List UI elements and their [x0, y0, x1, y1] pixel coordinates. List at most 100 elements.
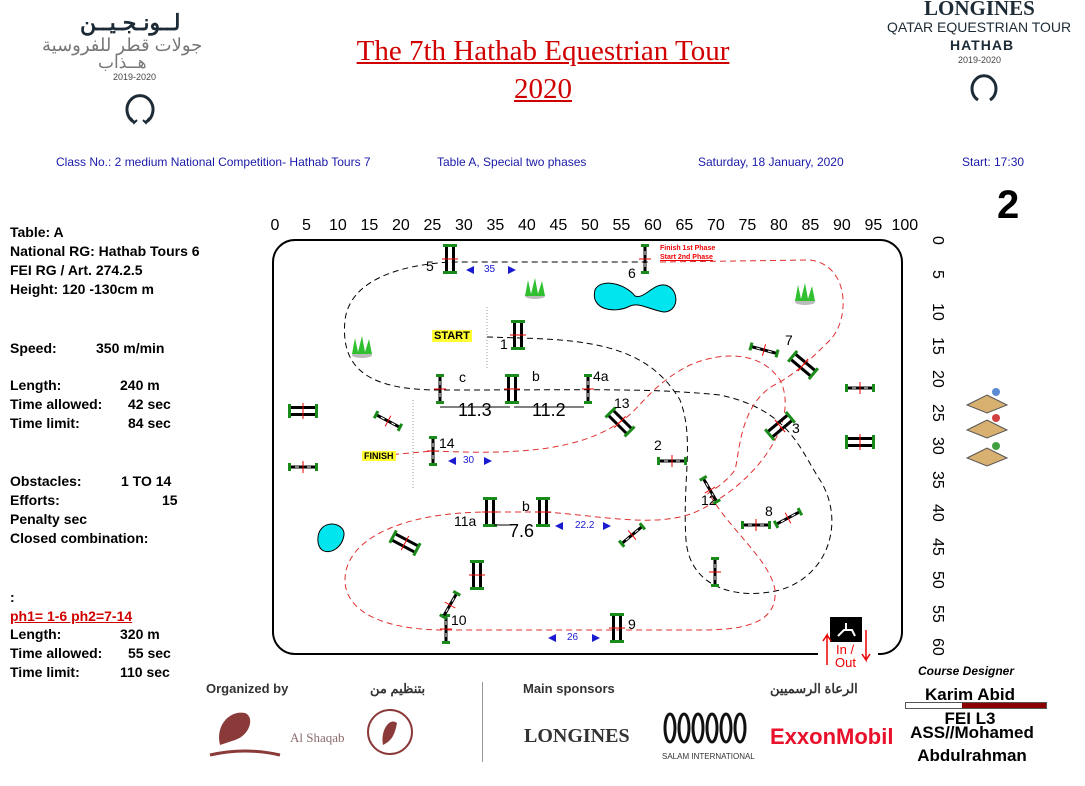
obstacle-10-label: 10 — [451, 612, 467, 628]
time-allowed-value: 42 sec — [128, 396, 171, 412]
right-logo-tour: QATAR EQUESTRIAN TOUR — [887, 19, 1072, 35]
time-limit2-value: 110 sec — [120, 664, 170, 680]
start-label: START — [432, 330, 472, 342]
spare-fence — [844, 433, 876, 451]
obstacle-4a-label: 4a — [593, 368, 609, 384]
spare-fence — [287, 402, 319, 420]
obstacle-8-label: 8 — [765, 503, 773, 519]
course-designer-title: Course Designer — [918, 664, 1015, 678]
x-axis-tick: 30 — [455, 217, 473, 234]
obstacle-4c — [433, 373, 447, 405]
event-year: 2020 — [514, 73, 572, 105]
qatar-equestrian-federation-logo — [367, 709, 413, 755]
length-value: 240 m — [120, 377, 160, 393]
obstacles-label: Obstacles: — [10, 473, 82, 489]
longines-wings-icon — [125, 94, 155, 125]
left-logo-arabic-hathab: هــذاب — [98, 53, 147, 72]
in-label: In / — [836, 642, 855, 657]
colon: : — [10, 589, 15, 605]
obstacle-8 — [771, 505, 805, 531]
obstacle-4b-label: b — [532, 368, 540, 384]
x-axis-tick: 95 — [864, 217, 883, 234]
bush-icon — [525, 278, 545, 299]
x-axis-tick: 70 — [707, 217, 725, 234]
speed-value: 350 m/min — [96, 340, 165, 356]
obstacle-7-label: 7 — [785, 332, 793, 348]
x-axis-tick: 45 — [549, 217, 568, 234]
water-pond — [593, 282, 677, 313]
x-axis-tick: 20 — [392, 217, 410, 234]
out-label: Out — [835, 655, 856, 670]
phase2-route — [344, 259, 844, 631]
obstacle-4c-label: c — [459, 369, 466, 385]
spare-fence — [387, 528, 423, 558]
distance-30: 30 — [463, 455, 475, 466]
phase-note-2: Start 2nd Phase — [660, 254, 713, 261]
x-axis-tick: 75 — [738, 217, 757, 234]
measure-lines — [440, 406, 584, 526]
spare-fence — [747, 339, 781, 361]
time-allowed-label: Time allowed: — [10, 396, 103, 412]
x-axis-tick: 40 — [518, 217, 536, 234]
salam-text: SALAM INTERNATIONAL — [662, 752, 755, 761]
spare-fence — [468, 559, 486, 591]
distance-11-2: 11.2 — [532, 400, 566, 420]
obstacle-11a-label: 11a — [454, 513, 477, 529]
phases: ph1= 1-6 ph2=7-14 — [10, 608, 133, 624]
closed-combination: Closed combination: — [10, 530, 149, 546]
event-title: The 7th Hathab Equestrian Tour — [356, 35, 730, 67]
obstacle-1-label: 1 — [500, 336, 508, 352]
length2-value: 320 m — [120, 626, 160, 642]
obstacle-8-spare — [740, 518, 772, 532]
right-logo-event: HATHAB — [950, 37, 1015, 53]
spare-fence — [371, 408, 405, 434]
table-label: Table A, Special two phases — [437, 155, 587, 169]
efforts-value: 15 — [162, 492, 178, 508]
bush-icon — [795, 283, 815, 305]
designer-name: Karim Abid — [924, 685, 1016, 704]
efforts-label: Efforts: — [10, 492, 60, 508]
in-out-arrows — [822, 630, 871, 665]
sponsor-divider — [482, 682, 483, 762]
bush-icon — [352, 336, 372, 358]
judges-box-icon — [965, 388, 1009, 467]
obstacle-11a — [481, 496, 499, 528]
arena-gate — [818, 648, 878, 658]
x-axis-tick: 5 — [302, 217, 311, 234]
al-shaqab-logo — [209, 712, 281, 757]
national-rg: National RG: Hathab Tours 6 — [10, 243, 200, 259]
x-axis-tick: 25 — [423, 217, 442, 234]
x-axis-tick: 90 — [833, 217, 851, 234]
obstacle-5 — [441, 243, 459, 275]
x-axis-tick: 15 — [360, 217, 379, 234]
assistant-name-2: Abdulrahman — [917, 746, 1027, 765]
salam-logo — [663, 712, 747, 744]
assistant-name-1: ASS//Mohamed — [910, 723, 1034, 742]
x-axis-tick: 85 — [801, 217, 820, 234]
height: Height: 120 -130cm m — [10, 281, 154, 297]
left-logo-arabic-tour: جولات قطر للفروسية — [42, 35, 203, 55]
arena-boundary — [272, 239, 903, 655]
obstacle-6-label: 6 — [628, 265, 636, 281]
water-pond — [317, 523, 345, 553]
class-label: Class No.: 2 medium National Competition… — [56, 155, 371, 169]
obstacle-6 — [638, 243, 652, 275]
fei-rg: FEI RG / Art. 274.2.5 — [10, 262, 143, 278]
time-allowed2-label: Time allowed: — [10, 645, 103, 661]
x-axis-tick: 60 — [644, 217, 662, 234]
organized-by-arabic: بتنظيم من — [370, 681, 426, 696]
distance-35: 35 — [484, 264, 496, 275]
obstacle-2-label: 2 — [654, 437, 662, 453]
phase1-route — [343, 261, 833, 594]
obstacle-3-label: 3 — [792, 420, 800, 436]
distance-7-6: 7.6 — [509, 521, 535, 541]
distance-11-3: 11.3 — [458, 400, 492, 420]
x-axis-tick: 80 — [770, 217, 788, 234]
time-allowed2-value: 55 sec — [128, 645, 171, 661]
obstacle-7 — [785, 348, 821, 382]
time-limit2-label: Time limit: — [10, 664, 80, 680]
longines-wings-icon — [970, 74, 998, 102]
spare-fence — [616, 520, 648, 550]
obstacle-14 — [426, 435, 440, 467]
